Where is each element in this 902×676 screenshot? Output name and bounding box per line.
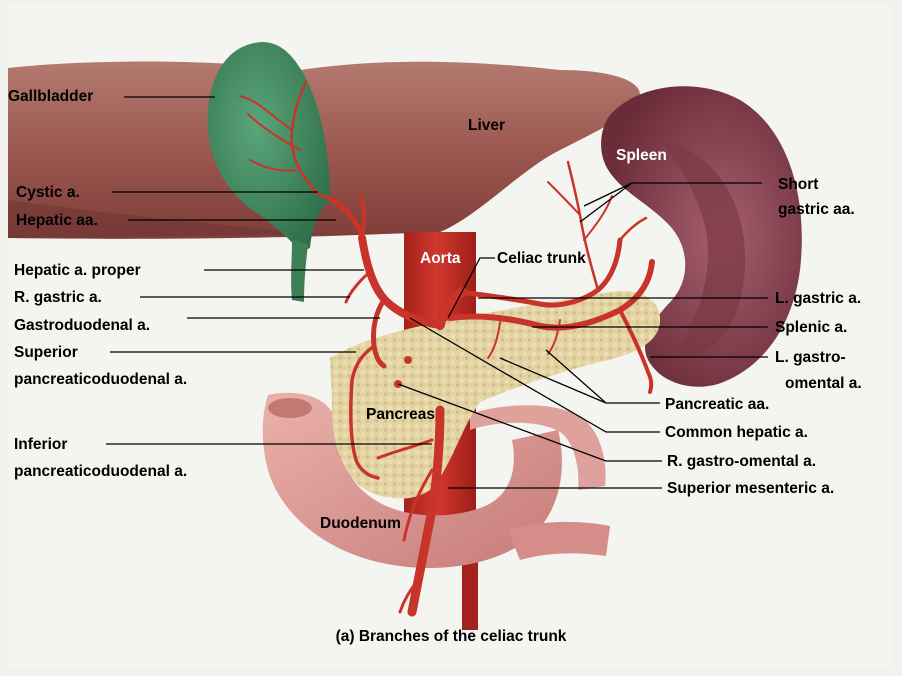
label-right-gastric: R. gastric a.: [14, 288, 102, 307]
figure-caption: (a) Branches of the celiac trunk: [0, 628, 902, 646]
label-gastroduodenal: Gastroduodenal a.: [14, 316, 150, 335]
label-duodenum: Duodenum: [320, 514, 401, 533]
label-hepatic-proper: Hepatic a. proper: [14, 261, 141, 280]
label-pancreas: Pancreas: [366, 405, 435, 424]
label-left-gastro-omental-1: L. gastro-: [775, 348, 846, 367]
label-spleen: Spleen: [616, 146, 667, 165]
label-splenic: Splenic a.: [775, 318, 847, 337]
label-hepatic-arteries: Hepatic aa.: [16, 211, 98, 230]
label-common-hepatic: Common hepatic a.: [665, 423, 808, 442]
label-celiac-trunk: Celiac trunk: [497, 249, 586, 268]
label-aorta: Aorta: [420, 249, 460, 268]
label-right-gastro-omental: R. gastro-omental a.: [667, 452, 816, 471]
label-left-gastro-omental-2: omental a.: [785, 374, 862, 393]
label-inferior-pd-2: pancreaticoduodenal a.: [14, 462, 187, 481]
label-short-gastric-1: Short: [778, 175, 818, 194]
label-superior-mesenteric: Superior mesenteric a.: [667, 479, 834, 498]
label-superior-pd-1: Superior: [14, 343, 78, 362]
label-short-gastric-2: gastric aa.: [778, 200, 855, 219]
label-cystic-artery: Cystic a.: [16, 183, 80, 202]
label-gallbladder: Gallbladder: [8, 87, 93, 106]
label-superior-pd-2: pancreaticoduodenal a.: [14, 370, 187, 389]
label-liver: Liver: [468, 116, 505, 135]
label-left-gastric: L. gastric a.: [775, 289, 861, 308]
label-pancreatic-arteries: Pancreatic aa.: [665, 395, 769, 414]
label-inferior-pd-1: Inferior: [14, 435, 67, 454]
